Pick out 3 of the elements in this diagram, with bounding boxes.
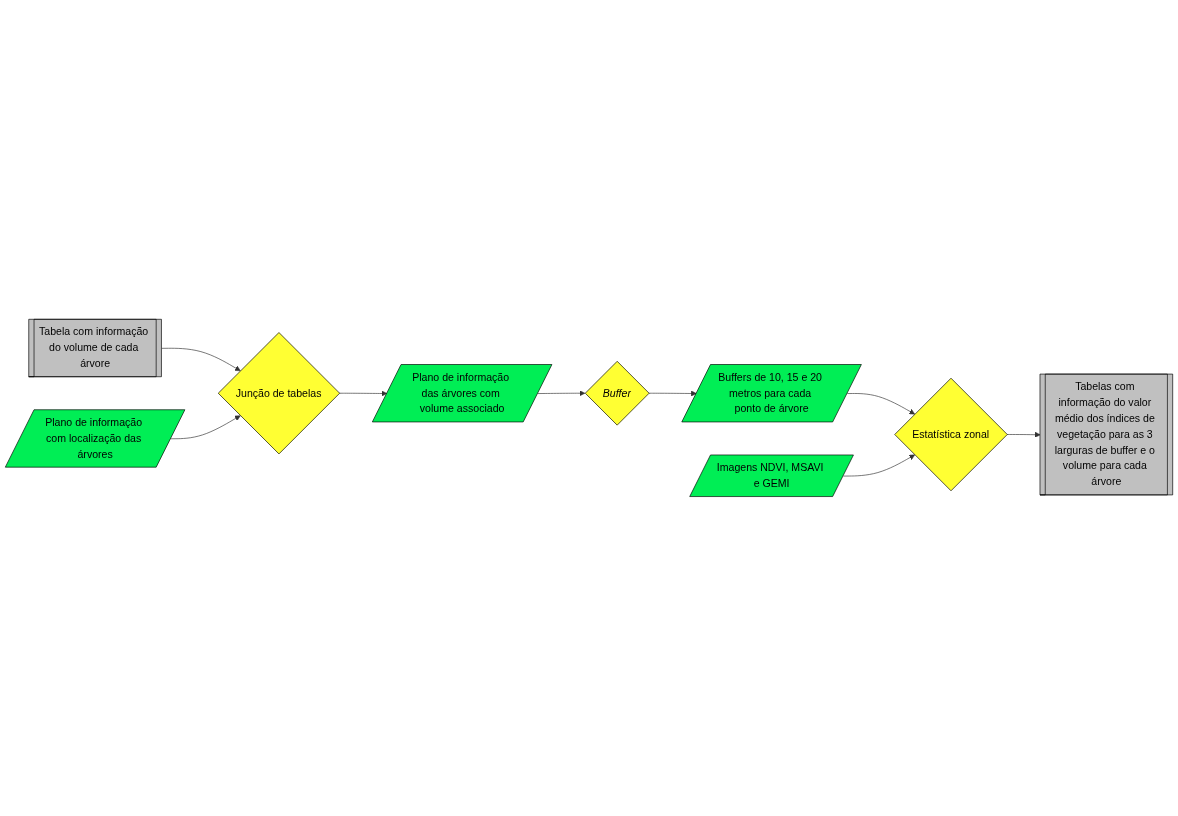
node-diamond: Buffer [584,361,650,426]
node-diamond: Estatística zonal [894,377,1008,492]
node-diamond: Junção de tabelas [217,332,340,455]
